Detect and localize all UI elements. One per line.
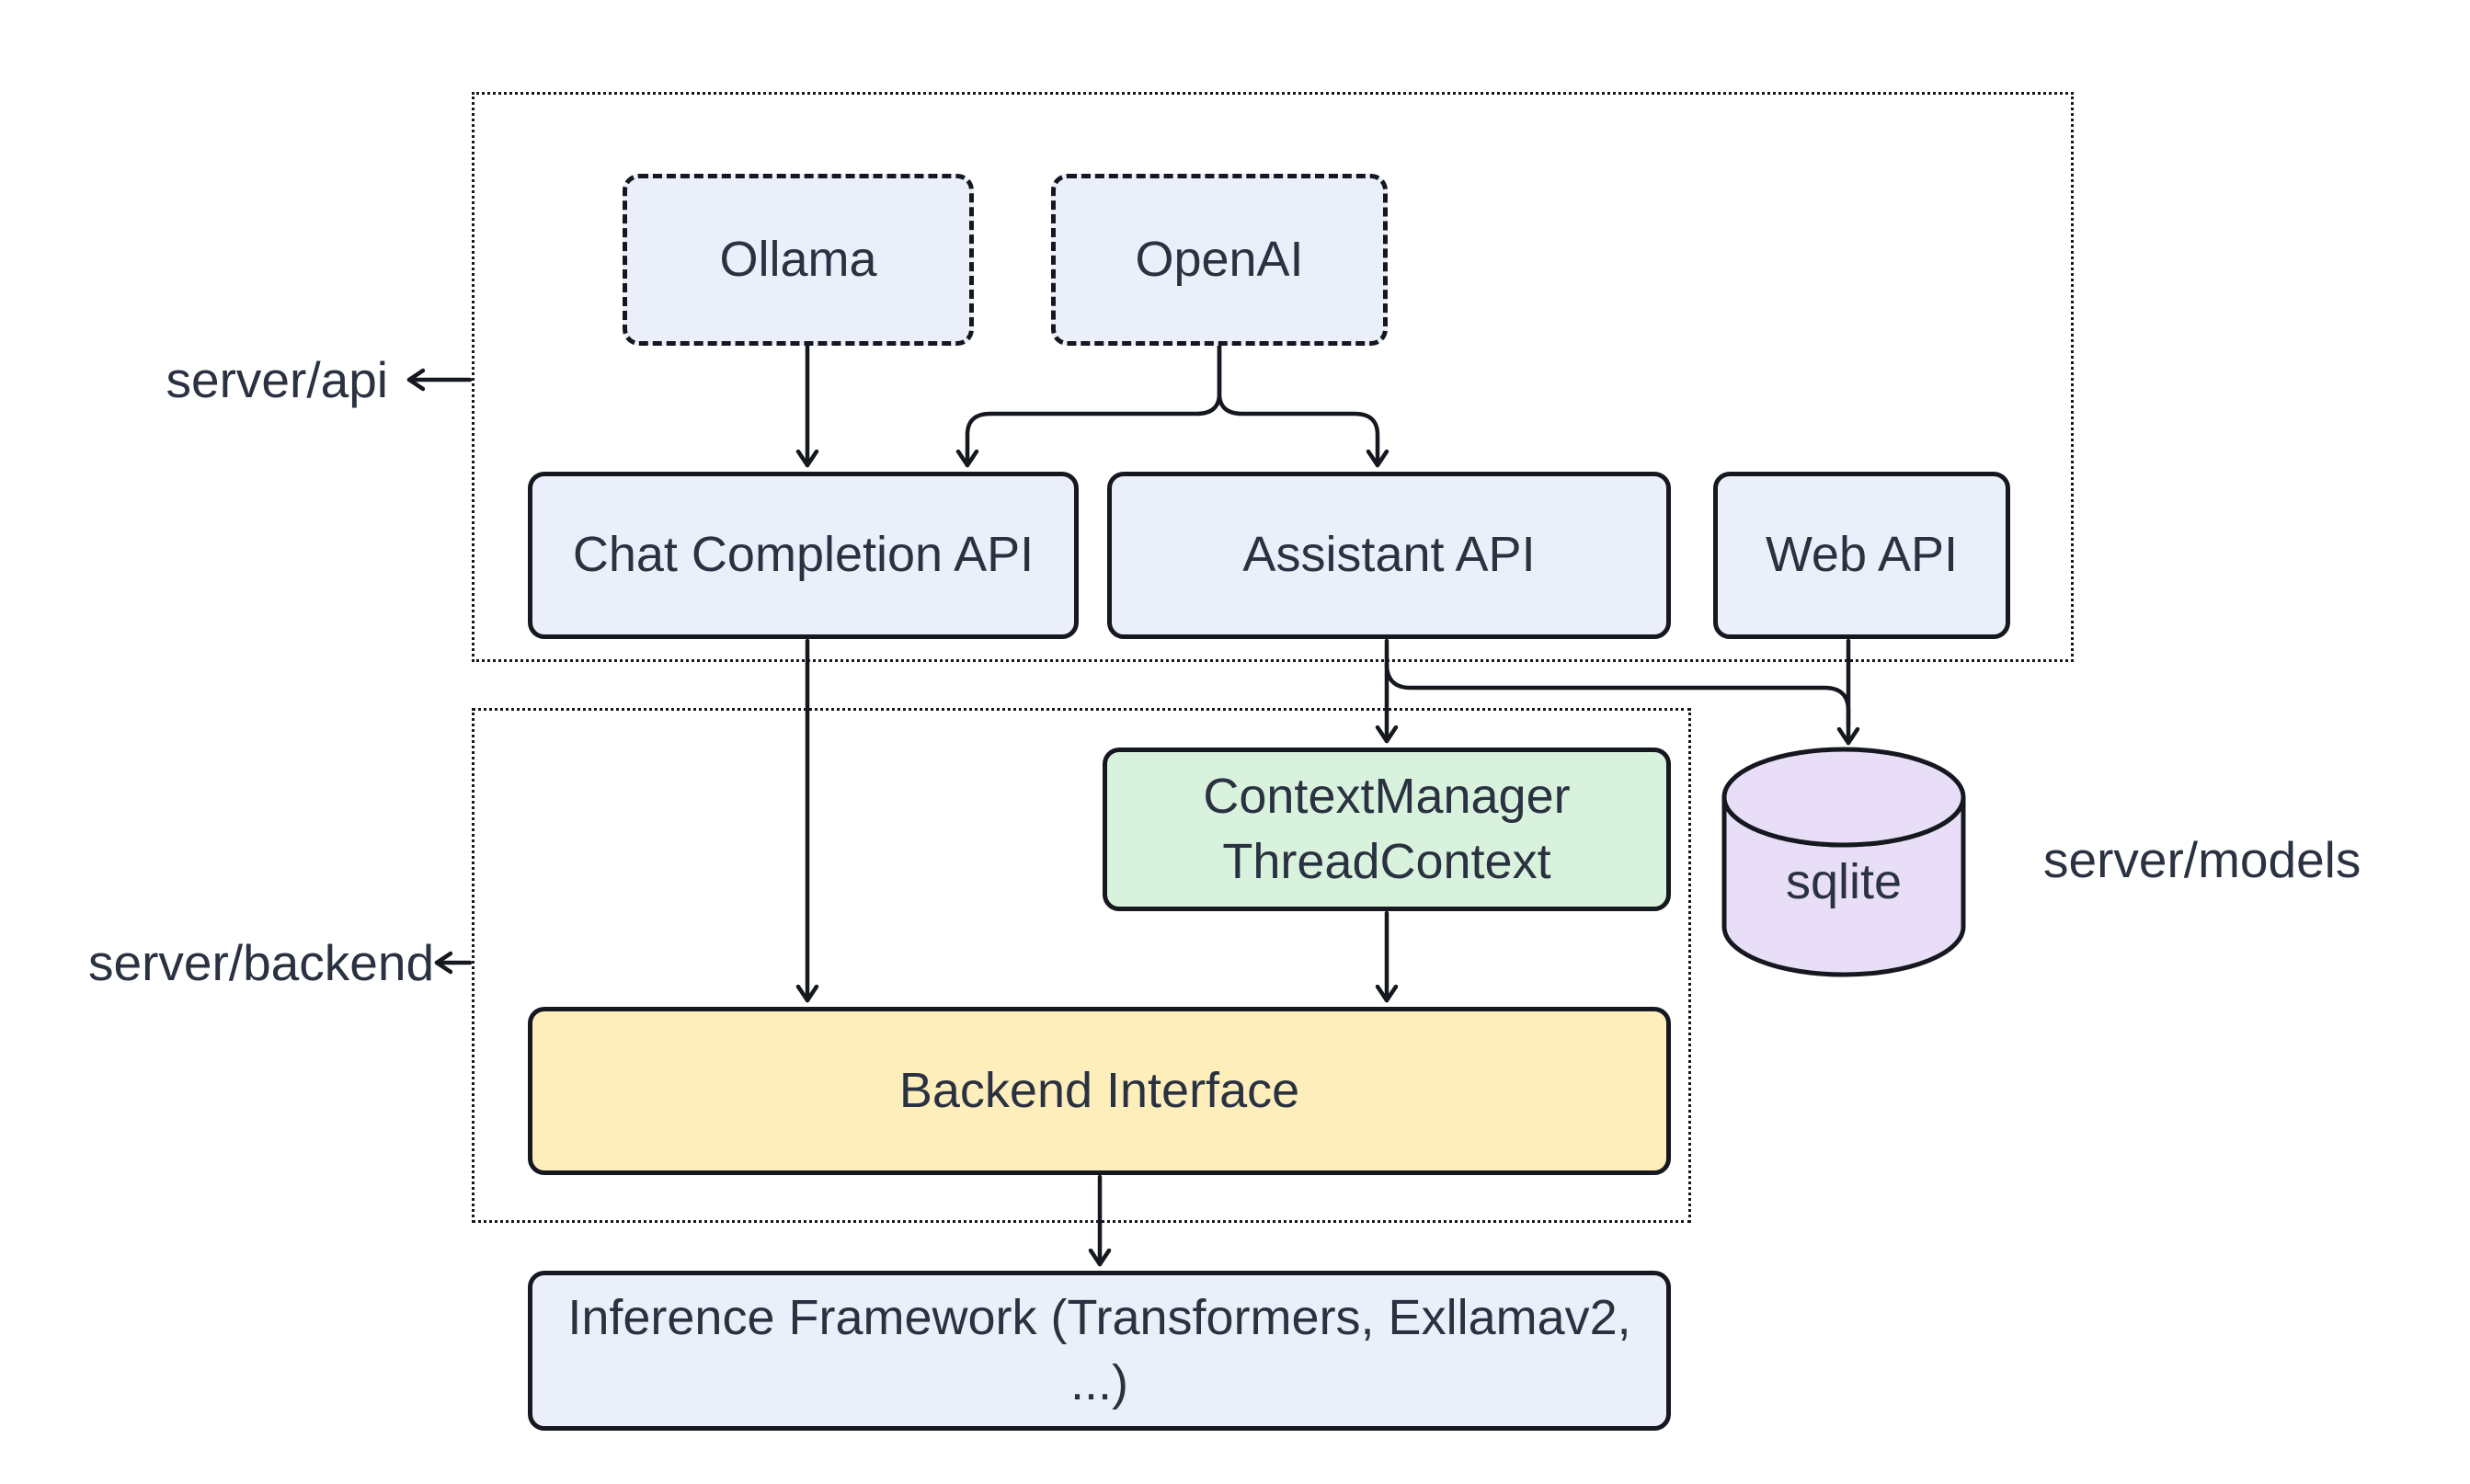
node-ollama-label: Ollama (719, 231, 877, 287)
node-web-api: Web API (1713, 472, 2010, 639)
node-backend-interface-label: Backend Interface (898, 1062, 1300, 1118)
node-backend-interface: Backend Interface (528, 1007, 1671, 1175)
node-assistant-api: Assistant API (1107, 472, 1671, 639)
label-server-api: server/api (166, 351, 388, 408)
node-context-manager-line1: ContextManager (1203, 768, 1571, 824)
node-ollama: Ollama (623, 174, 974, 346)
node-chat-completion-api-label: Chat Completion API (572, 527, 1035, 583)
label-server-models: server/models (2043, 831, 2361, 888)
node-chat-completion-api: Chat Completion API (528, 472, 1079, 639)
node-context-manager: ContextManager ThreadContext (1103, 748, 1671, 911)
node-web-api-label: Web API (1765, 527, 1959, 583)
group-server-api (472, 92, 2074, 662)
node-inference-framework-label: Inference Framework (Transformers, Exlla… (567, 1289, 1631, 1410)
group-server-backend (472, 708, 1691, 1223)
node-assistant-api-label: Assistant API (1242, 527, 1536, 583)
sqlite-cylinder-top (1721, 747, 1966, 848)
node-openai-label: OpenAI (1135, 231, 1304, 287)
node-openai: OpenAI (1051, 174, 1388, 346)
node-inference-framework: Inference Framework (Transformers, Exlla… (528, 1271, 1671, 1431)
node-context-manager-line2: ThreadContext (1222, 834, 1551, 889)
node-sqlite-label: sqlite (1785, 854, 1903, 909)
label-server-backend: server/backend (88, 934, 435, 991)
